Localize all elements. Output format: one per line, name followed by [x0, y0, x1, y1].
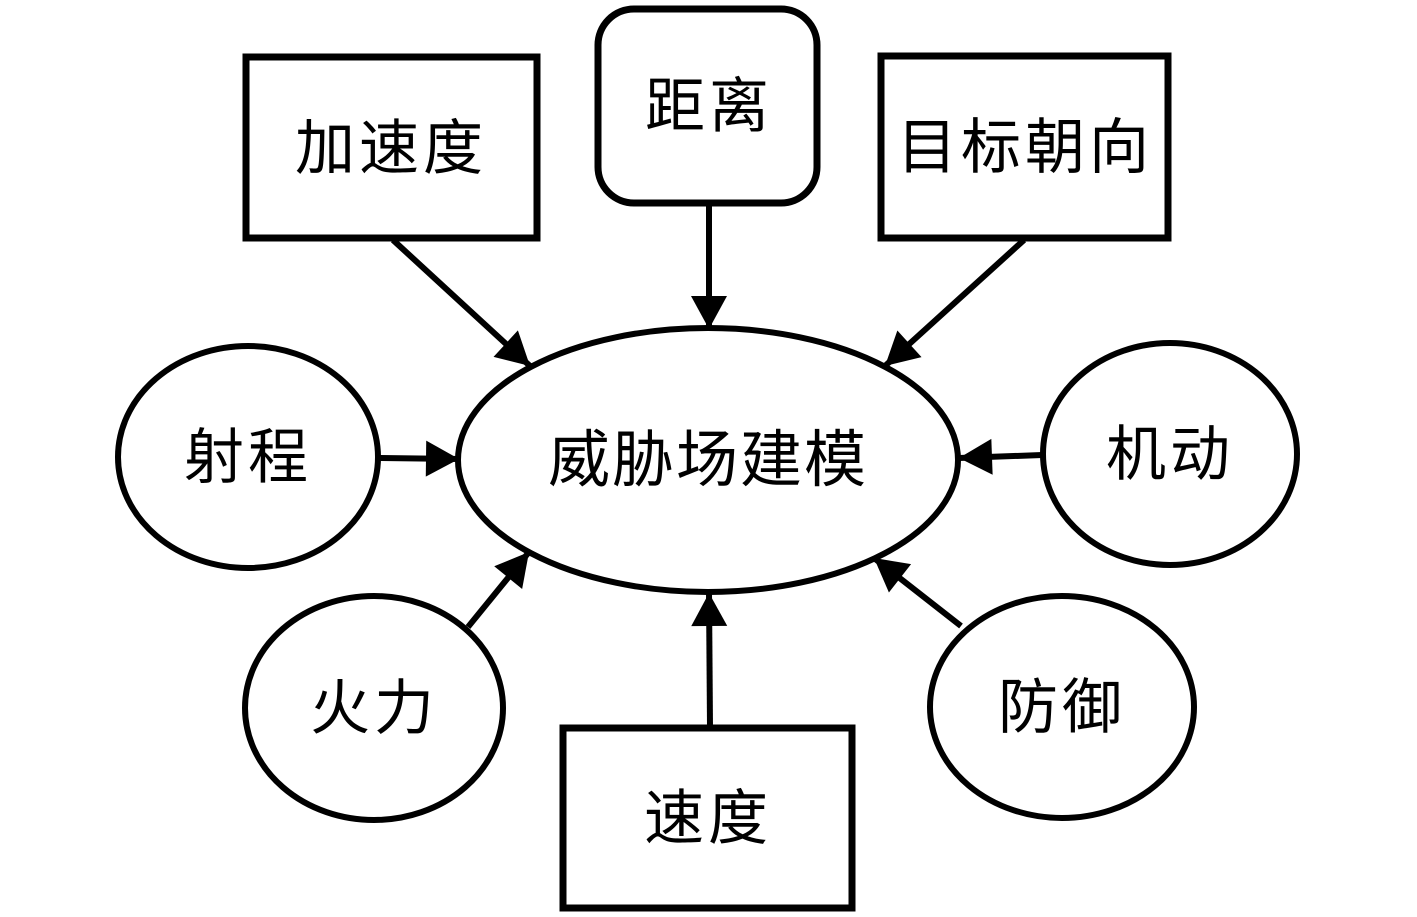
node-threat-field-modeling-label: 威胁场建模: [548, 427, 868, 495]
node-distance: [594, 5, 821, 207]
node-distance-label: 距离: [645, 74, 773, 140]
node-speed-label: 速度: [644, 786, 772, 852]
node-range: [115, 343, 381, 571]
arrow-firepower-to-center: [465, 550, 532, 629]
node-threat-field-modeling: [455, 325, 961, 595]
node-target-heading: [877, 52, 1172, 242]
node-acceleration: [242, 53, 541, 242]
node-range-label: 射程: [184, 425, 312, 491]
arrow-target-heading-to-center: [882, 237, 1027, 369]
arrow-maneuver-to-center: [958, 438, 1043, 475]
node-speed: [559, 724, 856, 912]
arrow-speed-to-center: [691, 592, 728, 728]
node-maneuver: [1040, 340, 1300, 568]
arrow-range-to-center: [377, 440, 460, 477]
arrow-acceleration-to-center: [390, 237, 533, 369]
node-firepower: [242, 593, 506, 823]
node-defense-label: 防御: [998, 675, 1126, 741]
node-maneuver-label: 机动: [1106, 422, 1234, 488]
node-defense: [927, 593, 1197, 821]
node-target-heading-label: 目标朝向: [897, 115, 1153, 181]
node-firepower-label: 火力: [310, 676, 438, 742]
node-acceleration-label: 加速度: [295, 116, 487, 182]
arrow-defense-to-center: [872, 555, 963, 629]
